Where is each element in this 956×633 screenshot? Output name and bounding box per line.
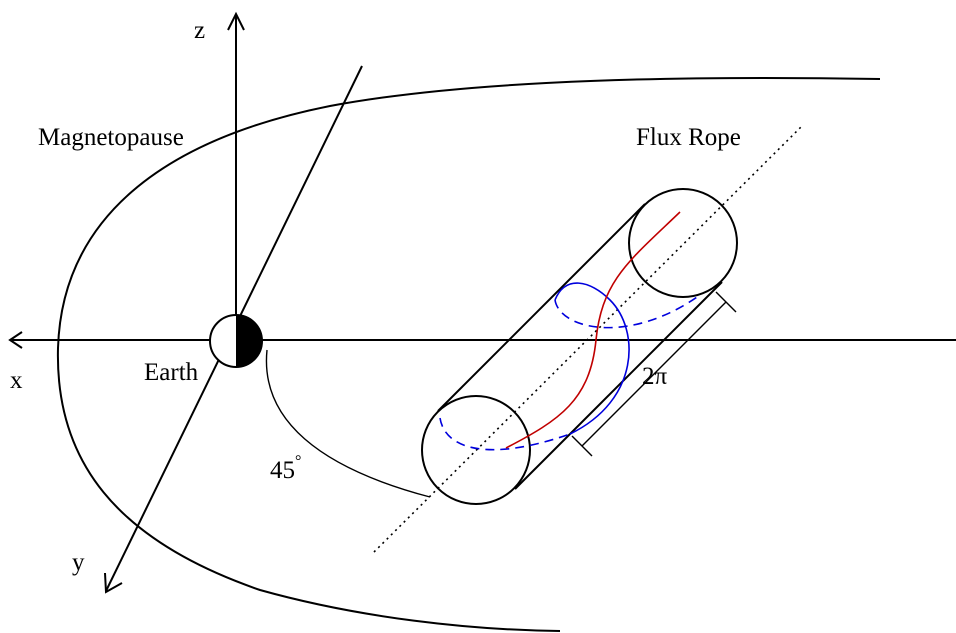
dimension-line xyxy=(581,301,727,447)
y-axis-label: y xyxy=(72,549,85,576)
blue-line-dashed-lower xyxy=(439,417,571,451)
y-axis-arrowhead xyxy=(104,572,123,594)
z-axis-arrowhead xyxy=(227,11,245,31)
angle-arc xyxy=(265,349,431,498)
flux-rope-label: Flux Rope xyxy=(636,124,741,151)
cylinder-upper-edge xyxy=(437,203,646,412)
earth-symbol xyxy=(209,314,263,368)
x-axis-label: x xyxy=(10,367,23,394)
flux-rope-axis xyxy=(373,125,803,553)
angle-unit: ° xyxy=(295,453,301,470)
length-label: 2π xyxy=(642,363,668,390)
blue-line-dashed-upper xyxy=(554,294,701,329)
blue-line-solid xyxy=(554,282,630,435)
angle-value: 45 xyxy=(270,457,295,484)
red-field-line xyxy=(505,211,681,449)
z-axis-label: z xyxy=(194,17,205,44)
blue-field-line xyxy=(439,282,701,451)
dimension-tick-bottom xyxy=(571,435,593,457)
earth-label: Earth xyxy=(144,359,199,386)
cylinder-near-end xyxy=(421,395,531,505)
dimension-tick-top xyxy=(715,291,737,313)
cylinder-far-end xyxy=(628,188,738,298)
earth-night-side-lower xyxy=(236,318,263,341)
length-dimension xyxy=(571,291,737,457)
magnetopause-label: Magnetopause xyxy=(38,124,184,151)
angle-label: 45° xyxy=(270,453,301,484)
magnetopause-curve xyxy=(56,76,881,632)
cylinder-lower-edge xyxy=(514,281,723,490)
x-axis-arrowhead xyxy=(8,331,23,349)
flux-rope-cylinder xyxy=(421,188,738,505)
